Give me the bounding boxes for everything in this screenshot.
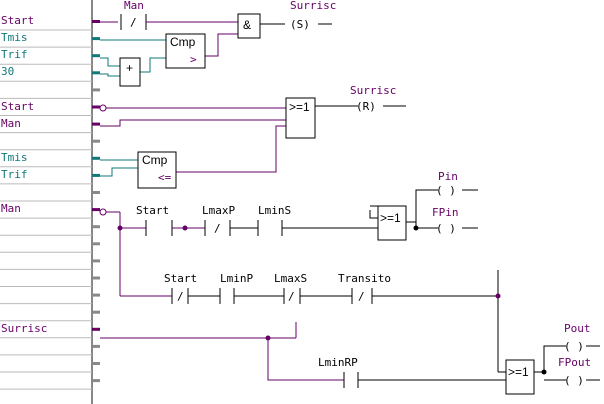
rail-tick: [92, 173, 100, 177]
variable-label: Tmis: [1, 150, 28, 164]
rail-tick: [92, 71, 100, 75]
rail-tick: [92, 156, 100, 160]
compare-block-2: Cmp <=: [137, 151, 177, 189]
junction: [541, 369, 547, 375]
and-block: &: [237, 13, 261, 39]
rail-tick: [92, 225, 100, 229]
coil-surrisc-set: (S): [290, 18, 310, 31]
rail-tick: [92, 191, 100, 194]
variable-label: Start: [1, 99, 35, 113]
rail-tick: [92, 327, 100, 331]
rail-tick: [92, 139, 100, 143]
rail-tick: [92, 208, 100, 212]
rail-tick: [92, 344, 100, 348]
coil-pin: ( ): [436, 184, 456, 197]
rail-tick: [92, 105, 100, 109]
contact-man-symbol: /: [130, 16, 137, 29]
contact-lmaxp-symbol: /: [214, 222, 221, 235]
compare-operator: <=: [158, 171, 172, 184]
rail-tick: [92, 293, 100, 297]
compare-block-1: Cmp >: [165, 33, 206, 69]
contact-transito-symbol: /: [358, 290, 365, 303]
rail-ticks: [92, 20, 100, 383]
coil-surrisc-reset: (R): [356, 100, 376, 113]
rail-tick: [92, 276, 100, 280]
contact-start2-symbol: /: [177, 290, 184, 303]
or-block-3: >=1: [505, 359, 535, 395]
coil-fpout: ( ): [564, 374, 584, 387]
rail-tick: [92, 242, 100, 246]
variable-label: Surrisc: [1, 321, 48, 335]
contact-lminp-label: LminP: [220, 272, 253, 285]
variable-label: Trif: [1, 167, 28, 181]
network-4: [100, 322, 600, 388]
coil-surrisc-set-label: Surrisc: [290, 0, 336, 12]
coil-fpin-label: FPin: [432, 206, 459, 219]
coil-pin-label: Pin: [438, 170, 458, 183]
add-operator: +: [126, 61, 133, 75]
variable-label: Tmis: [1, 31, 28, 45]
or-operator: >=1: [289, 100, 310, 114]
junction: [413, 225, 419, 231]
junction: [182, 225, 188, 231]
coil-pout: ( ): [564, 340, 584, 353]
junction: [495, 293, 501, 299]
network-1: [100, 14, 332, 77]
contact-lmaxs-label: LmaxS: [274, 272, 307, 285]
rail-tick: [92, 20, 100, 23]
compare-operator: >: [190, 53, 197, 66]
rail-tick: [92, 259, 100, 263]
row-separators: [0, 29, 92, 390]
contact-start-label: Start: [136, 204, 169, 217]
rail-tick: [92, 37, 100, 41]
contact-start2-label: Start: [164, 272, 197, 285]
contact-lminrp-label: LminRP: [318, 356, 358, 369]
variable-label: Trif: [1, 48, 28, 62]
variable-label: Man: [1, 202, 21, 216]
or-block-2: >=1: [377, 205, 407, 241]
or-operator: >=1: [508, 365, 529, 379]
coil-surrisc-reset-label: Surrisc: [350, 84, 396, 97]
variable-label: Start: [1, 14, 35, 27]
rail-tick: [92, 122, 100, 126]
junction: [265, 335, 271, 341]
add-block: +: [119, 57, 141, 87]
junction: [117, 225, 123, 231]
and-operator: &: [243, 18, 251, 32]
or-operator: >=1: [380, 211, 401, 225]
coil-fpout-label: FPout: [558, 356, 591, 369]
rail-tick: [92, 362, 100, 365]
compare-title: Cmp: [142, 153, 168, 167]
rail-tick: [92, 54, 100, 58]
network-2: [100, 105, 406, 177]
variable-label: Man: [1, 116, 21, 130]
compare-title: Cmp: [170, 35, 196, 49]
contact-man-label: Man: [124, 0, 144, 12]
rail-tick: [92, 88, 100, 92]
contact-transito-label: Transito: [338, 272, 391, 285]
variable-label: 30: [1, 65, 15, 79]
rail-tick: [92, 310, 100, 314]
rail-tick: [92, 379, 100, 383]
coil-fpin: ( ): [436, 222, 456, 235]
contact-lmins-label: LminS: [258, 204, 291, 217]
or-block-1: >=1: [285, 97, 316, 139]
negated-input-start: [99, 104, 107, 112]
contact-lmaxp-label: LmaxP: [202, 204, 235, 217]
coil-pout-label: Pout: [564, 322, 591, 335]
contact-lmaxs-symbol: /: [288, 290, 295, 303]
network-3: [104, 189, 499, 372]
negated-input-man: [99, 208, 107, 216]
